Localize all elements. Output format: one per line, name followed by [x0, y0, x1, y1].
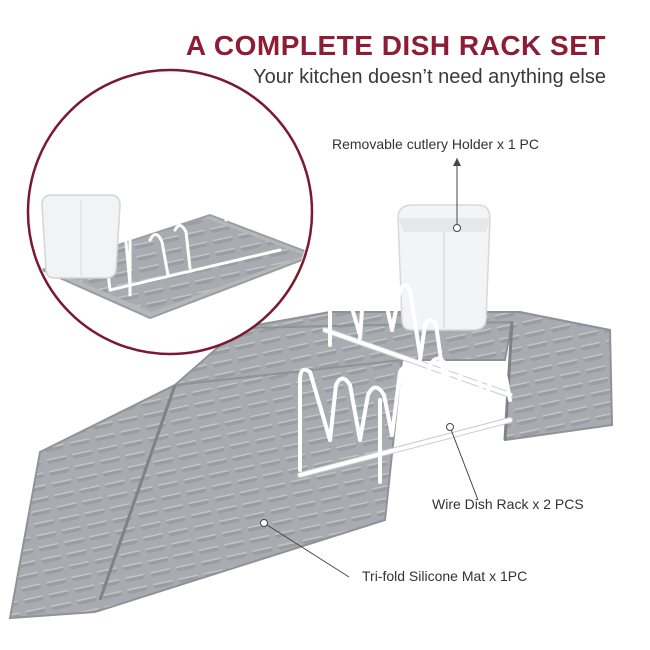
mat-panel-left — [8, 358, 404, 620]
cutlery-holder — [397, 204, 491, 331]
callout-silicone-mat: Tri-fold Silicone Mat x 1PC — [362, 568, 528, 584]
inset-photo — [26, 68, 314, 356]
headline: A COMPLETE DISH RACK SET — [185, 30, 606, 61]
callout-wire-dish-rack: Wire Dish Rack x 2 PCS — [432, 496, 584, 512]
subheadline: Your kitchen doesn’t need anything else — [253, 66, 606, 88]
callout-pointers — [260, 158, 479, 578]
mat-panel-right — [239, 311, 614, 442]
wire-dish-rack — [297, 259, 513, 484]
callout-cutlery-holder: Removable cutlery Holder x 1 PC — [332, 136, 539, 152]
